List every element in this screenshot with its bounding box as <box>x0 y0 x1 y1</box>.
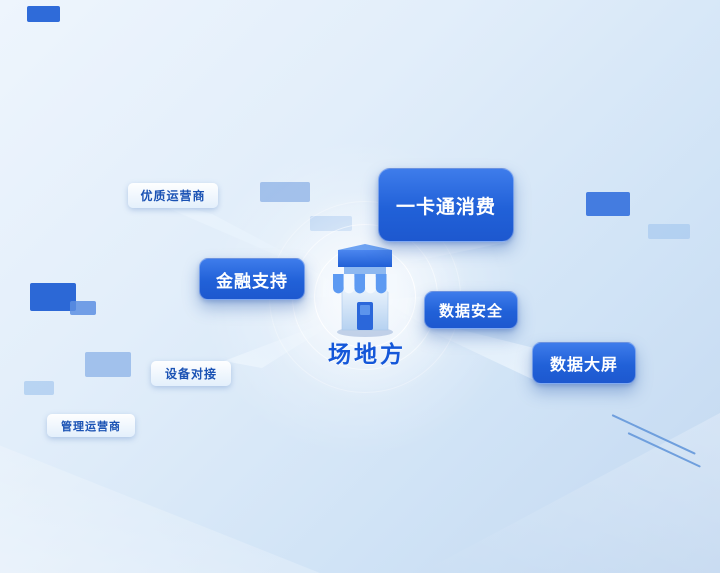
node-quality-operator: 优质运营商 <box>128 183 218 208</box>
node-data-screen: 数据大屏 <box>532 342 636 384</box>
node-device-connect: 设备对接 <box>151 361 231 386</box>
node-financial-support: 金融支持 <box>199 258 305 300</box>
center-label: 场地方 <box>328 341 406 367</box>
decor-rect <box>30 283 76 311</box>
decor-rect <box>260 182 310 202</box>
decor-light-wedge <box>420 413 720 573</box>
decor-rect <box>85 352 131 377</box>
decor-light-wedge <box>0 445 320 573</box>
decor-line <box>611 414 696 455</box>
node-data-security: 数据安全 <box>424 291 518 329</box>
decor-rect <box>586 192 630 216</box>
decor-rect <box>648 224 690 239</box>
node-management-operator: 管理运营商 <box>47 414 135 437</box>
awning <box>333 274 398 294</box>
decor-rect <box>24 381 54 395</box>
decor-rect <box>70 301 96 315</box>
node-card-consumption: 一卡通消费 <box>378 168 514 242</box>
decor-rect <box>27 6 60 22</box>
storefront-icon <box>320 242 410 338</box>
